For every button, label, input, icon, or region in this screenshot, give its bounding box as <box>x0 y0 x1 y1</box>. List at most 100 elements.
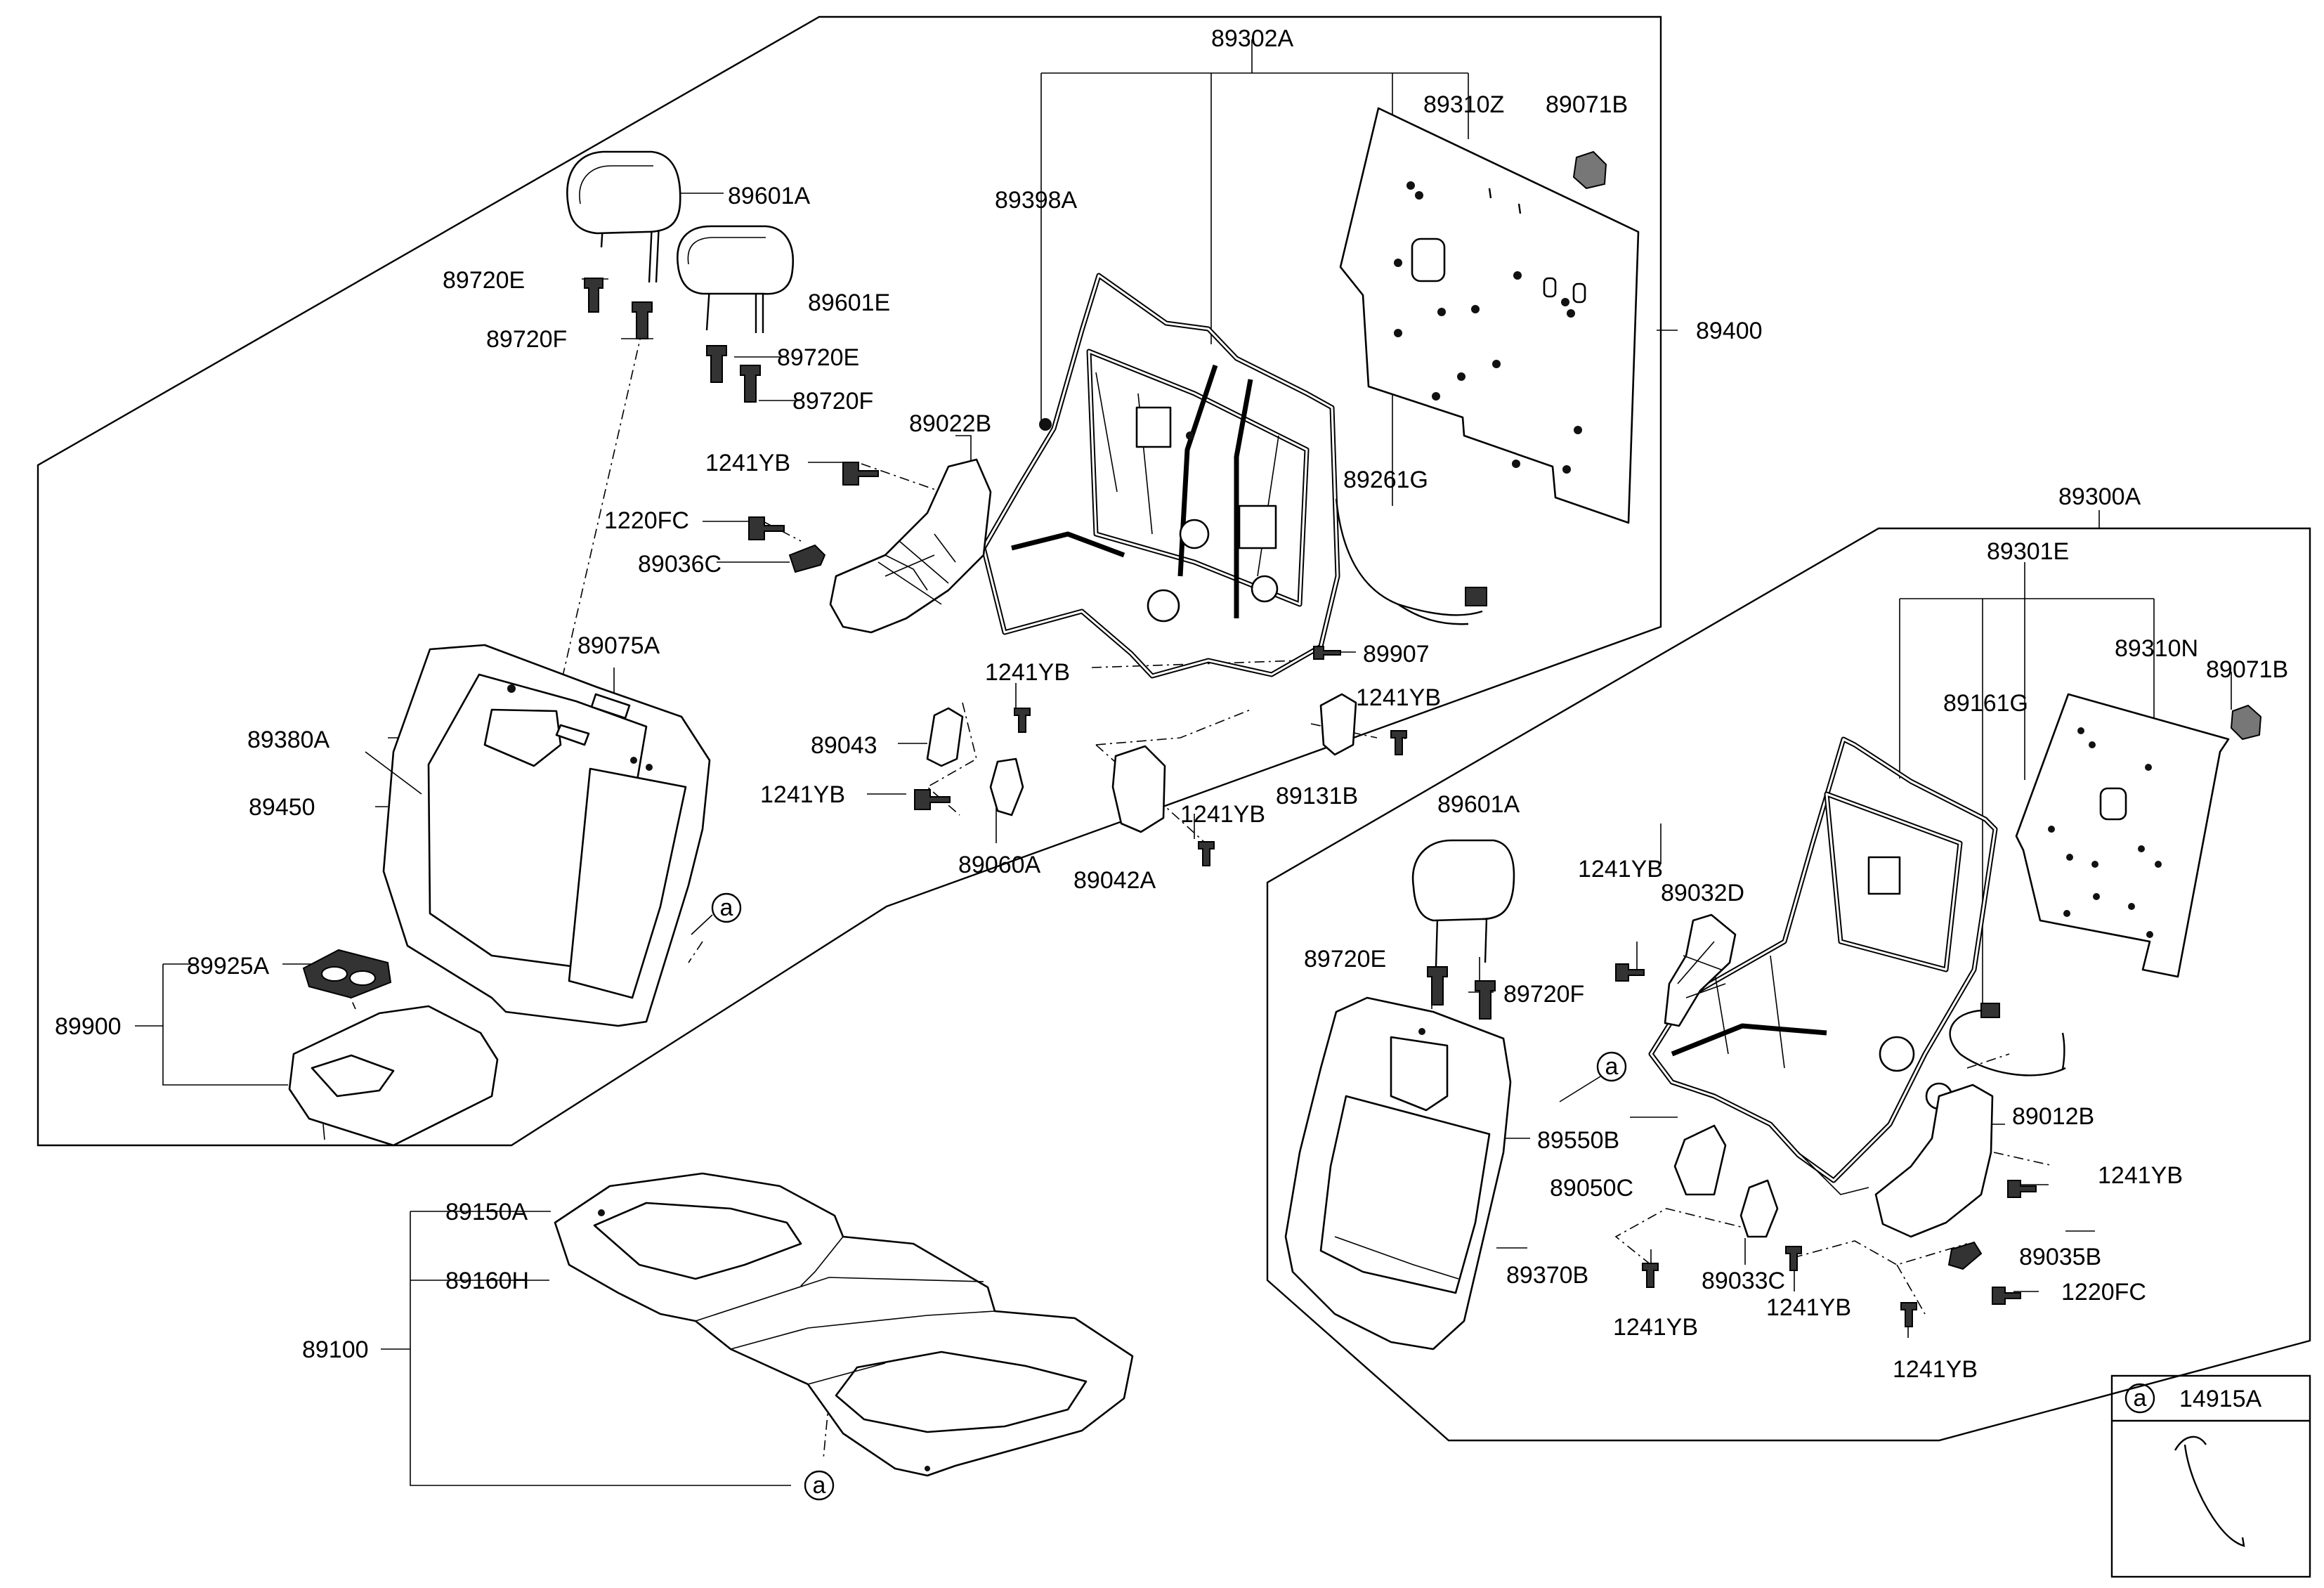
headrest-89601E <box>677 225 795 333</box>
label-1241YB-9: 1241YB <box>1613 1314 1698 1341</box>
label-89071B-2: 89071B <box>2206 656 2288 683</box>
label-89075A: 89075A <box>577 632 660 659</box>
side-bolster-89022B <box>829 458 992 634</box>
bracket-89036C <box>788 544 826 573</box>
label-89601E: 89601E <box>808 289 890 316</box>
callout-a-1-leader <box>691 914 713 935</box>
label-1241YB-10: 1241YB <box>1893 1356 1978 1383</box>
seat-cushion-89100 <box>554 1172 1134 1477</box>
bracket-89033C <box>1739 1179 1779 1238</box>
label-89450: 89450 <box>249 794 315 821</box>
seat-back-panel-89310Z <box>1339 107 1640 524</box>
cup-holder-89925A <box>302 949 392 999</box>
label-89033C: 89033C <box>1702 1268 1785 1294</box>
label-89310Z: 89310Z <box>1423 91 1504 118</box>
label-89060A: 89060A <box>958 852 1041 878</box>
label-1220FC-1: 1220FC <box>604 507 689 534</box>
label-89050C: 89050C <box>1550 1175 1633 1202</box>
label-1241YB-3: 1241YB <box>1356 684 1441 711</box>
label-89012B: 89012B <box>2012 1103 2094 1130</box>
cover-89131B <box>1319 693 1357 756</box>
label-89131B: 89131B <box>1276 783 1358 809</box>
callout-a-3: a <box>813 1472 826 1499</box>
callout-circle-a-1 <box>711 892 742 923</box>
label-1241YB-6: 1241YB <box>1578 856 1663 883</box>
seat-back-panel-89310N <box>2015 693 2230 978</box>
bracket-89060A <box>989 757 1024 816</box>
headrest-89601A-right <box>1411 839 1515 968</box>
bolster-89032D <box>1664 913 1737 1027</box>
headrest-guide-pins-right <box>1427 966 1496 1020</box>
label-89042A: 89042A <box>1073 867 1156 894</box>
label-89100: 89100 <box>302 1336 369 1363</box>
callout-circle-a-2 <box>1596 1051 1627 1082</box>
callout-a-2: a <box>1605 1053 1619 1080</box>
bracket-89050C <box>1673 1124 1727 1196</box>
callout-circle-a-3 <box>804 1470 835 1501</box>
label-89035B: 89035B <box>2019 1244 2101 1270</box>
headrest-guide-pins <box>584 278 761 403</box>
label-89036C: 89036C <box>638 551 722 578</box>
label-89071B-1: 89071B <box>1546 91 1628 118</box>
label-89300A: 89300A <box>2058 483 2141 510</box>
leader-lines-cushion <box>381 1211 791 1486</box>
headrest-89601A <box>566 150 681 283</box>
label-1241YB-1: 1241YB <box>705 450 790 476</box>
label-89150A: 89150A <box>445 1199 528 1225</box>
label-89720F-1: 89720F <box>486 326 567 353</box>
label-1241YB-2: 1241YB <box>985 659 1070 686</box>
clip-89071B-upper <box>1572 150 1607 190</box>
label-89022B: 89022B <box>909 410 991 437</box>
callout-circle-a-4 <box>2124 1383 2155 1414</box>
label-89032D: 89032D <box>1661 880 1744 906</box>
bracket-89043 <box>926 707 964 767</box>
wire-harness-89261G <box>1335 498 1487 625</box>
upper-left-group-border <box>37 15 1662 1147</box>
label-1241YB-5: 1241YB <box>1180 801 1265 828</box>
seat-back-89380A <box>365 644 711 1027</box>
seat-back-frame-89161G <box>1648 736 1998 1195</box>
part-labels: 89302A 89310Z 89071B 89398A 89400 89601A… <box>55 25 2288 1412</box>
label-89720F-2: 89720F <box>792 388 873 415</box>
hook-14915A <box>2174 1436 2245 1547</box>
label-1220FC-2: 1220FC <box>2061 1279 2146 1306</box>
label-89601A-2: 89601A <box>1437 791 1520 818</box>
label-1241YB-4: 1241YB <box>760 781 845 808</box>
label-89720E-2: 89720E <box>777 344 859 371</box>
seat-back-89370B <box>1284 996 1512 1351</box>
callout-a-4: a <box>2134 1385 2147 1412</box>
label-89720E-1: 89720E <box>443 267 525 294</box>
cover-89042A <box>1111 745 1166 833</box>
label-89310N: 89310N <box>2115 635 2198 662</box>
label-89370B: 89370B <box>1506 1262 1588 1289</box>
label-89161G: 89161G <box>1943 690 2028 717</box>
right-group-border <box>1266 527 2311 1442</box>
label-89398A: 89398A <box>995 187 1078 214</box>
escutcheon-89075A <box>555 693 631 746</box>
bolts-1241YB-upper <box>748 462 1407 866</box>
label-1241YB-8: 1241YB <box>1766 1294 1851 1321</box>
label-89400: 89400 <box>1696 318 1763 344</box>
label-89907: 89907 <box>1363 641 1430 668</box>
label-14915A: 14915A <box>2179 1386 2262 1412</box>
callout-a-2-leader <box>1559 1076 1601 1102</box>
label-89720F-3: 89720F <box>1503 981 1584 1008</box>
label-89900: 89900 <box>55 1013 122 1040</box>
label-1241YB-7: 1241YB <box>2098 1162 2183 1189</box>
wire-harness-right <box>1949 1003 2066 1076</box>
side-cover-89012B <box>1874 1083 1994 1238</box>
label-89301E: 89301E <box>1987 538 2069 565</box>
seat-back-frame-89398A <box>981 273 1340 679</box>
label-89550B: 89550B <box>1537 1127 1619 1154</box>
reference-box-14915A <box>2110 1374 2311 1578</box>
label-89261G: 89261G <box>1343 467 1428 493</box>
label-89925A: 89925A <box>187 953 270 980</box>
label-89380A: 89380A <box>247 727 330 753</box>
label-89160H: 89160H <box>445 1268 529 1294</box>
label-89043: 89043 <box>811 732 877 759</box>
label-89720E-3: 89720E <box>1304 946 1386 972</box>
callout-a-1: a <box>720 894 733 921</box>
label-89302A: 89302A <box>1211 25 1294 52</box>
clip-89071B-right <box>2230 704 2262 741</box>
